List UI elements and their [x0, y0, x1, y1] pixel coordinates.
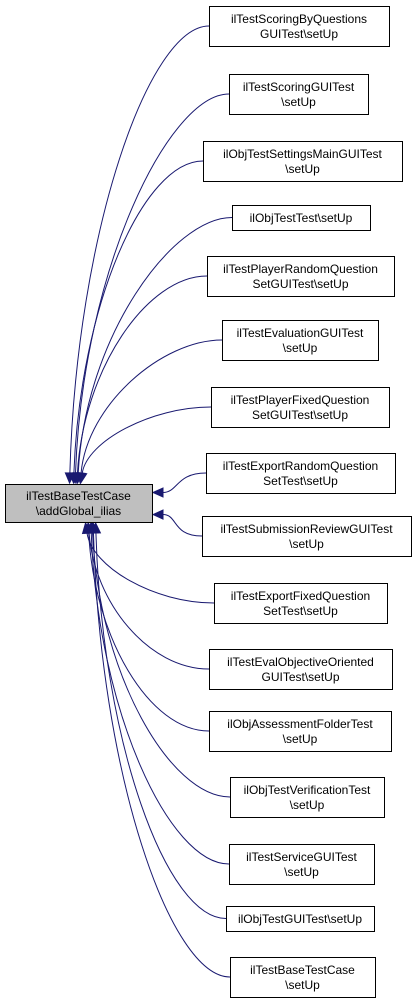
caller-node-1-label-2: GUITest\setUp — [260, 27, 338, 41]
caller-node-11-label-1: ilTestEvalObjectiveOriented — [227, 655, 374, 669]
edge-line — [81, 406, 212, 474]
caller-node-2-label-1: ilTestScoringGUITest — [243, 80, 355, 94]
caller-node-11-box — [209, 649, 393, 690]
caller-node-6-box — [222, 320, 379, 361]
caller-node-1-label-1: ilTestScoringByQuestions — [231, 12, 367, 26]
edges — [64, 25, 233, 978]
caller-node-3-label-1: ilObjTestSettingsMainGUITest — [223, 147, 382, 161]
edge-11 — [83, 521, 210, 670]
root-node-label-1: ilTestBaseTestCase — [26, 489, 131, 503]
edge-3 — [68, 160, 204, 485]
caller-node-4-label-1: ilObjTestTest\setUp — [250, 211, 353, 225]
caller-node-7-label-2: SetGUITest\setUp — [252, 408, 348, 422]
caller-node-6-label-2: \setUp — [283, 341, 318, 355]
caller-node-10-label-1: ilTestExportFixedQuestion — [231, 589, 370, 603]
arrowhead — [77, 471, 88, 485]
caller-node-15[interactable]: ilObjTestGUITest\setUp — [226, 906, 375, 932]
caller-node-13-label-2: \setUp — [290, 798, 325, 812]
edge-6 — [75, 339, 223, 485]
edge-13 — [87, 521, 231, 798]
edge-line — [162, 514, 203, 537]
edge-line — [86, 532, 215, 604]
caller-node-8-label-1: ilTestExportRandomQuestion — [223, 459, 378, 473]
caller-node-9-label-2: \setUp — [289, 537, 324, 551]
caller-node-6[interactable]: ilTestEvaluationGUITest\setUp — [222, 320, 379, 361]
caller-node-8-label-2: SetTest\setUp — [263, 474, 338, 488]
caller-node-10-box — [214, 583, 388, 624]
root-node-label-2: \addGlobal_ilias — [36, 504, 121, 518]
caller-node-13-box — [230, 777, 385, 818]
root-node-box — [5, 484, 153, 523]
root-node[interactable]: ilTestBaseTestCase\addGlobal_ilias — [5, 484, 153, 523]
caller-node-16-label-2: \setUp — [285, 978, 320, 992]
caller-node-16[interactable]: ilTestBaseTestCase\setUp — [230, 957, 376, 998]
caller-node-13[interactable]: ilObjTestVerificationTest\setUp — [230, 777, 385, 818]
nodes: ilTestScoringByQuestionsGUITest\setUpilT… — [5, 6, 412, 998]
edge-line — [73, 160, 204, 474]
caller-node-15-box — [226, 906, 375, 932]
caller-node-9-label-1: ilTestSubmissionReviewGUITest — [220, 522, 393, 536]
caller-node-4[interactable]: ilObjTestTest\setUp — [232, 205, 371, 231]
caller-node-5-label-2: SetGUITest\setUp — [252, 277, 348, 291]
edge-7 — [77, 406, 212, 485]
caller-node-12-label-2: \setUp — [283, 732, 318, 746]
caller-node-4-box — [232, 205, 371, 231]
caller-node-9-box — [202, 516, 412, 557]
edge-8 — [151, 472, 207, 498]
edge-line — [76, 275, 208, 474]
caller-node-16-label-1: ilTestBaseTestCase — [250, 963, 355, 977]
caller-node-3[interactable]: ilObjTestSettingsMainGUITest\setUp — [203, 141, 403, 182]
caller-node-5[interactable]: ilTestPlayerRandomQuestionSetGUITest\set… — [207, 256, 395, 297]
caller-node-12-box — [209, 711, 392, 752]
edge-16 — [88, 521, 231, 978]
caller-node-14-label-1: ilTestServiceGUITest — [246, 850, 357, 864]
caller-node-3-box — [203, 141, 403, 182]
edge-14 — [85, 521, 230, 865]
caller-node-8-box — [206, 453, 396, 494]
caller-node-1-box — [209, 6, 390, 47]
caller-node-12[interactable]: ilObjAssessmentFolderTest\setUp — [209, 711, 392, 752]
edge-line — [75, 93, 230, 474]
edge-line — [95, 532, 227, 919]
caller-node-11-label-2: GUITest\setUp — [261, 670, 339, 684]
caller-node-14-label-2: \setUp — [284, 865, 319, 879]
caller-node-7-label-1: ilTestPlayerFixedQuestion — [231, 393, 370, 407]
caller-node-2[interactable]: ilTestScoringGUITest\setUp — [229, 74, 369, 115]
edge-line — [88, 532, 210, 670]
caller-node-5-box — [207, 256, 395, 297]
edge-line — [162, 472, 207, 493]
caller-node-16-box — [230, 957, 376, 998]
caller-node-2-label-2: \setUp — [281, 95, 316, 109]
edge-line — [90, 532, 230, 865]
caller-node-12-label-1: ilObjAssessmentFolderTest — [227, 717, 373, 731]
edge-line — [80, 339, 223, 474]
caller-node-2-box — [229, 74, 369, 115]
caller-node-7[interactable]: ilTestPlayerFixedQuestionSetGUITest\setU… — [211, 387, 390, 428]
edge-line — [77, 217, 233, 474]
caller-node-6-label-1: ilTestEvaluationGUITest — [237, 326, 364, 340]
caller-node-10-label-2: SetTest\setUp — [263, 604, 338, 618]
caller-node-15-label-1: ilObjTestGUITest\setUp — [238, 912, 362, 926]
caller-node-14-box — [229, 844, 375, 885]
edge-line — [88, 532, 210, 732]
caller-node-14[interactable]: ilTestServiceGUITest\setUp — [229, 844, 375, 885]
arrowhead — [88, 521, 99, 534]
caller-node-3-label-2: \setUp — [285, 162, 320, 176]
caller-node-13-label-1: ilObjTestVerificationTest — [244, 783, 371, 797]
arrowhead — [151, 487, 164, 498]
caller-node-7-box — [211, 387, 390, 428]
edge-9 — [151, 509, 203, 537]
edge-line — [69, 25, 210, 474]
caller-node-5-label-1: ilTestPlayerRandomQuestion — [223, 262, 378, 276]
caller-node-9[interactable]: ilTestSubmissionReviewGUITest\setUp — [202, 516, 412, 557]
arrowhead — [151, 509, 164, 520]
edge-line — [92, 532, 231, 978]
